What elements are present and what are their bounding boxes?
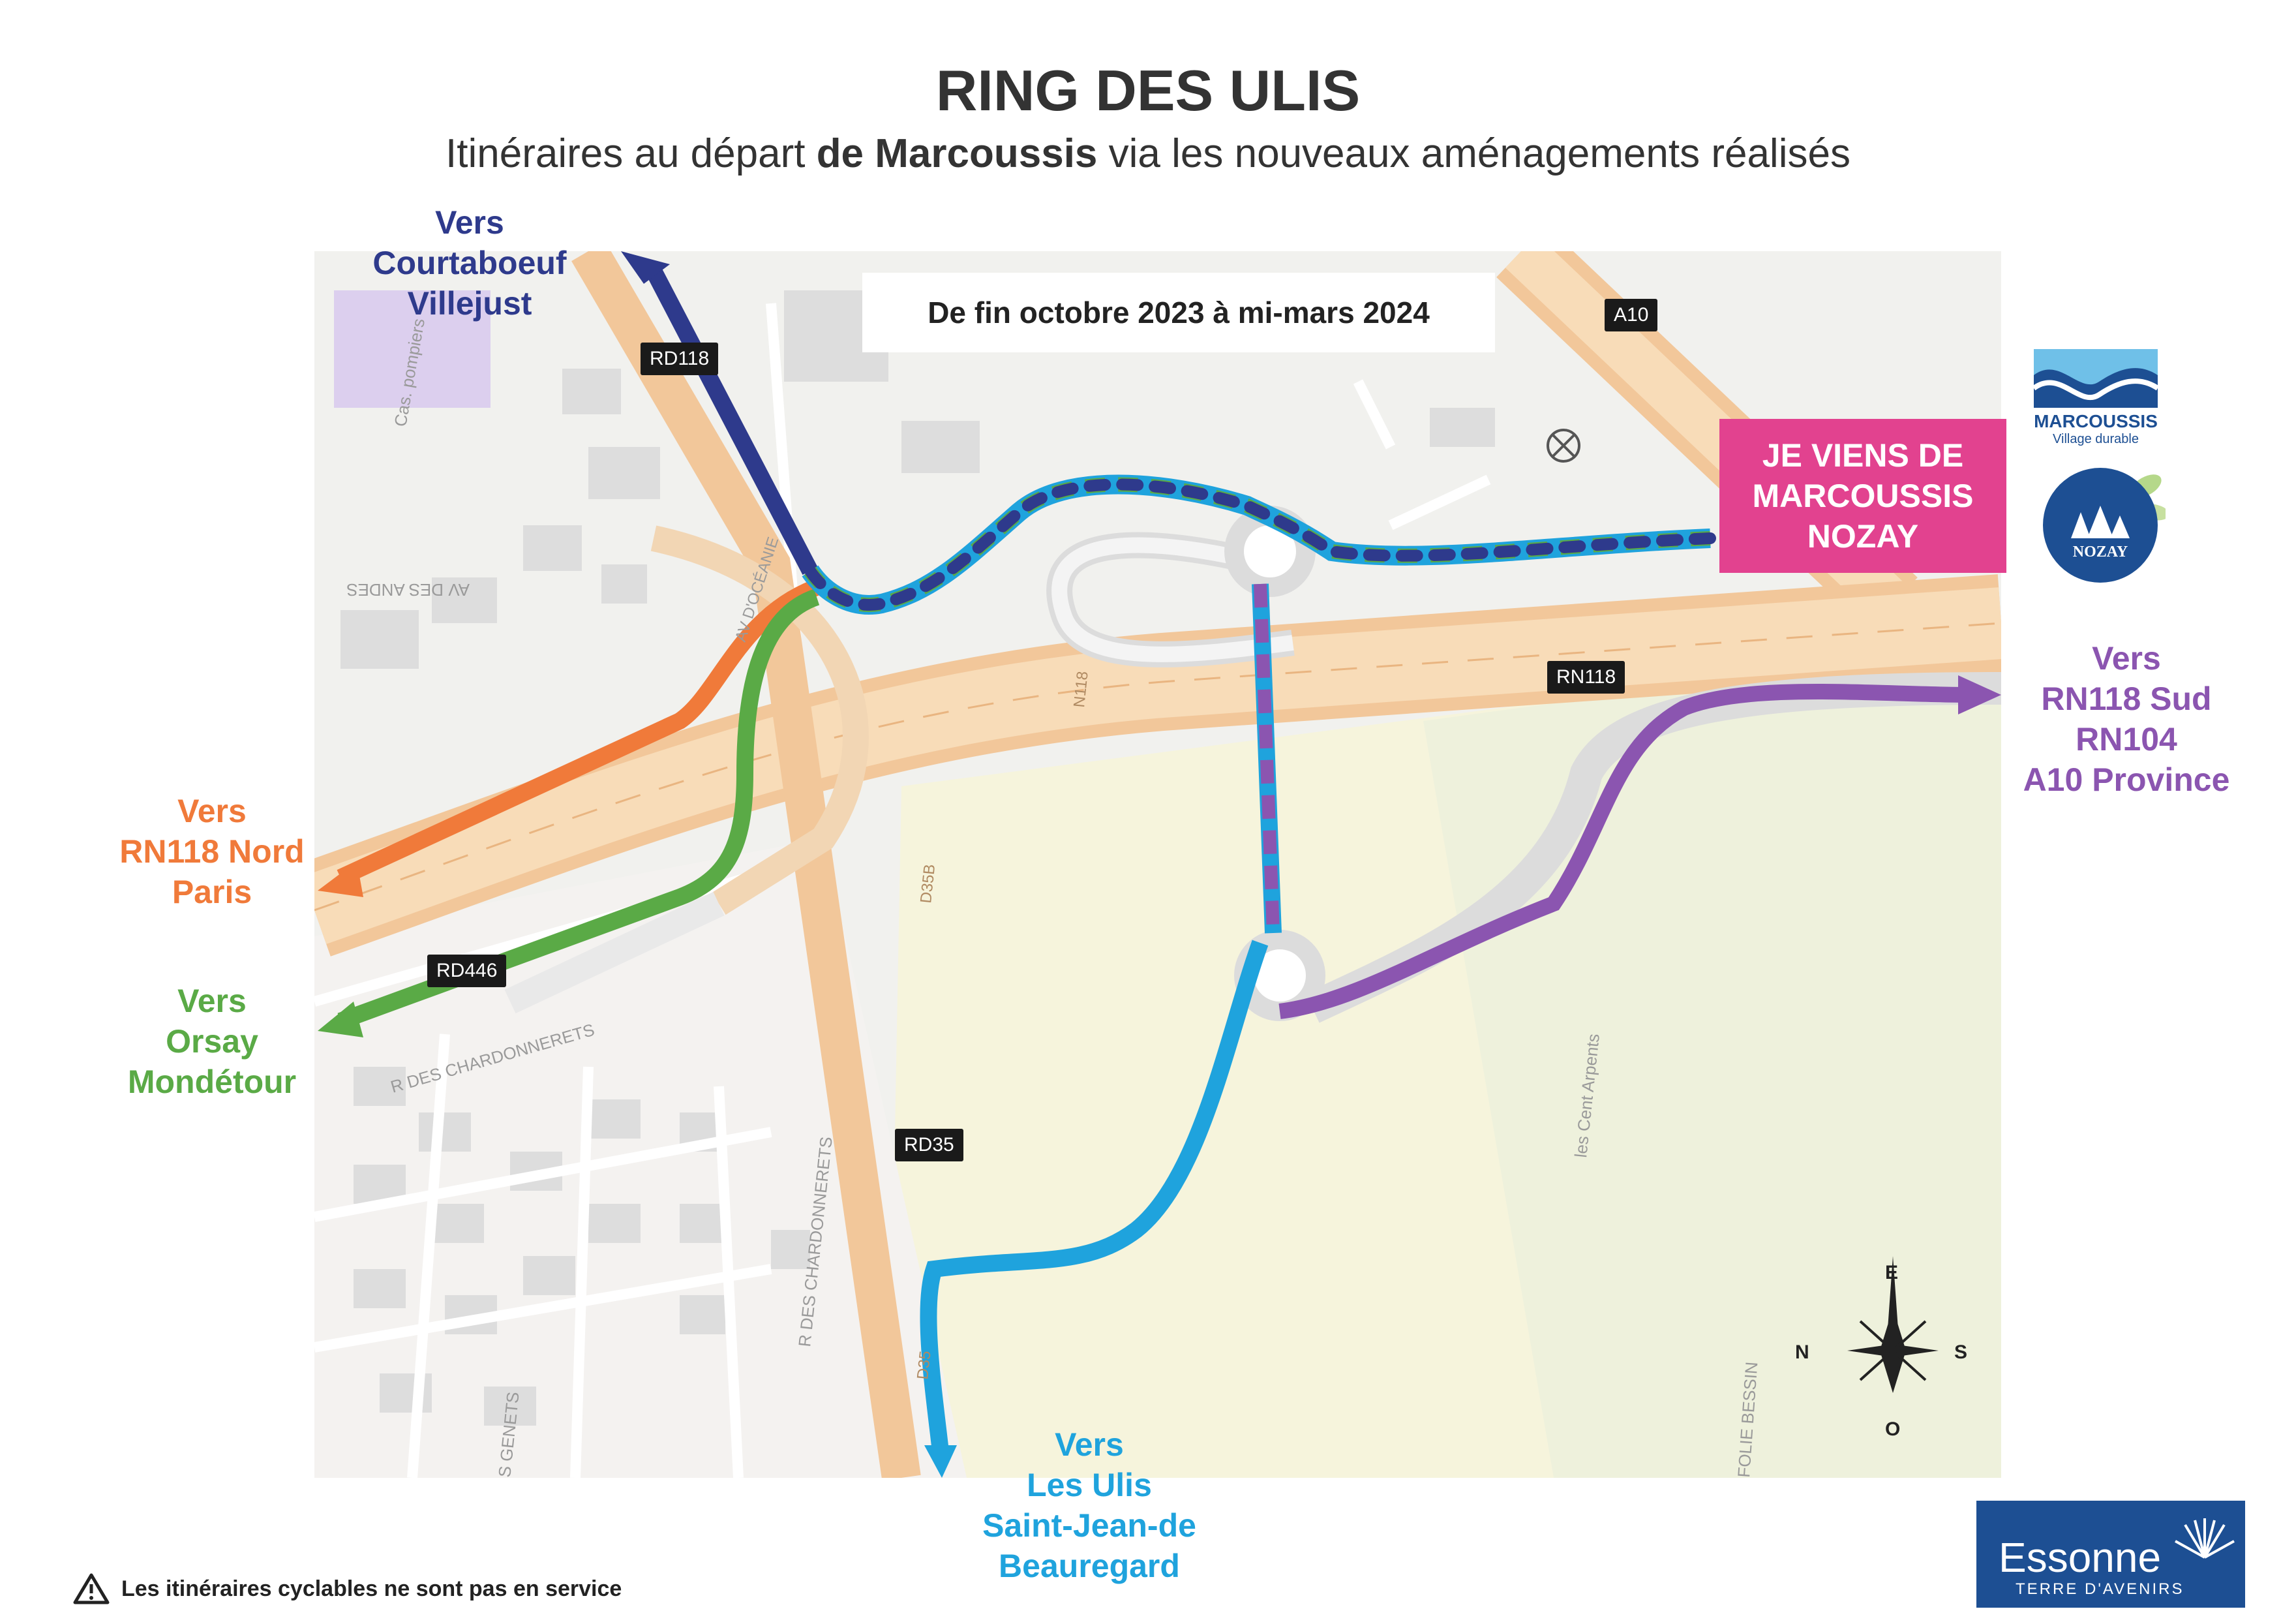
origin-l3: NOZAY — [1807, 518, 1919, 555]
marcoussis-logo-text: MARCOUSSIS — [2034, 411, 2158, 431]
dest-rn118-nord-l3: Paris — [172, 874, 252, 910]
compass-n: N — [1795, 1341, 1809, 1363]
dest-orsay-l3: Mondétour — [127, 1064, 297, 1100]
dest-rn118-nord-l1: Vers — [177, 793, 247, 829]
dest-rn118-sud: Vers RN118 Sud RN104 A10 Province — [1996, 638, 2257, 800]
road-label-rd35: RD35 — [895, 1129, 963, 1161]
subtitle-bold: de Marcoussis — [816, 131, 1098, 176]
dest-courtaboeuf-l3: Villejust — [407, 285, 532, 322]
route-les-ulis — [920, 940, 1269, 1453]
nozay-logo-text: NOZAY — [2072, 544, 2128, 560]
warning-icon — [73, 1573, 110, 1604]
page-title: RING DES ULIS — [935, 58, 1361, 123]
dest-courtaboeuf-l1: Vers — [435, 204, 504, 241]
route-orsay — [337, 589, 820, 1030]
road-label-rn118: RN118 — [1547, 661, 1625, 694]
compass-e: E — [1885, 1262, 1898, 1283]
cycling-notice: Les itinéraires cyclables ne sont pas en… — [73, 1572, 622, 1605]
dest-rn118-sud-l1: Vers — [2092, 640, 2161, 677]
label-d35: D35 — [914, 1350, 934, 1381]
buildings — [340, 290, 1495, 1426]
page-subtitle: Itinéraires au départ de Marcoussis via … — [0, 130, 2296, 177]
origin-l2: MARCOUSSIS — [1752, 478, 1974, 514]
dest-rn118-sud-l2: RN118 Sud — [2041, 681, 2212, 717]
dest-les-ulis: Vers Les Ulis Saint-Jean-de Beauregard — [959, 1424, 1220, 1586]
nozay-emblem-icon — [2043, 468, 2169, 583]
dest-rn118-nord-l2: RN118 Nord — [119, 833, 305, 870]
marcoussis-logo-sub: Village durable — [2053, 432, 2139, 446]
essonne-logo-sub: TERRE D'AVENIRS — [2016, 1580, 2184, 1598]
label-n118: N118 — [1070, 671, 1092, 709]
dest-courtaboeuf: Vers Courtaboeuf Villejust — [339, 202, 600, 324]
route-courtaboeuf — [646, 266, 818, 575]
arrow-rn118-nord — [318, 861, 363, 897]
dest-les-ulis-l3: Saint-Jean-de — [982, 1507, 1196, 1544]
marcoussis-wave-icon — [2032, 349, 2160, 408]
dest-rn118-nord: Vers RN118 Nord Paris — [98, 791, 326, 912]
road-label-rd118: RD118 — [641, 343, 719, 375]
road-label-rd446: RD446 — [427, 955, 507, 987]
origin-l1: JE VIENS DE — [1762, 437, 1964, 474]
essonne-logo: Essonne TERRE D'AVENIRS — [1976, 1501, 2245, 1608]
arrow-courtaboeuf — [621, 251, 670, 284]
compass-rose-icon — [1847, 1256, 1939, 1393]
essonne-sun-icon — [2175, 1518, 2235, 1559]
label-d35b: D35B — [917, 863, 939, 904]
dest-les-ulis-l4: Beauregard — [999, 1548, 1180, 1584]
essonne-logo-text: Essonne — [1999, 1534, 2162, 1581]
compass-o: O — [1885, 1418, 1900, 1440]
dest-les-ulis-l2: Les Ulis — [1027, 1467, 1152, 1503]
route-rn118-sud — [1278, 684, 1972, 1019]
pompiers-building — [334, 290, 491, 408]
dest-courtaboeuf-l2: Courtaboeuf — [372, 245, 567, 281]
marcoussis-logo: MARCOUSSIS Village durable — [2032, 349, 2160, 447]
origin-banner: JE VIENS DE MARCOUSSIS NOZAY — [1719, 419, 2006, 573]
arrow-orsay — [318, 1002, 363, 1037]
nozay-logo: NOZAY — [2035, 460, 2169, 590]
compass-s: S — [1954, 1341, 1967, 1363]
dest-rn118-sud-l3: RN104 — [2076, 721, 2177, 758]
subtitle-pre: Itinéraires au départ — [446, 131, 817, 176]
period-banner: De fin octobre 2023 à mi-mars 2024 — [862, 273, 1495, 352]
subtitle-post: via les nouveaux aménagements réalisés — [1097, 131, 1850, 176]
dest-orsay-l1: Vers — [177, 983, 247, 1019]
dest-orsay: Vers Orsay Mondétour — [98, 981, 326, 1102]
arrow-les-ulis — [924, 1445, 957, 1478]
label-av-andes: AV DES ANDES — [346, 580, 470, 600]
cycling-notice-text: Les itinéraires cyclables ne sont pas en… — [121, 1576, 622, 1601]
no-entry-icon — [1547, 429, 1580, 463]
route-rn118-nord — [337, 579, 820, 885]
dest-rn118-sud-l4: A10 Province — [2023, 761, 2230, 798]
road-label-a10: A10 — [1605, 299, 1658, 331]
dest-orsay-l2: Orsay — [166, 1023, 258, 1060]
interchange-ramp — [650, 525, 869, 915]
dest-les-ulis-l1: Vers — [1055, 1426, 1124, 1463]
arrow-rn118-sud — [1958, 675, 2001, 714]
